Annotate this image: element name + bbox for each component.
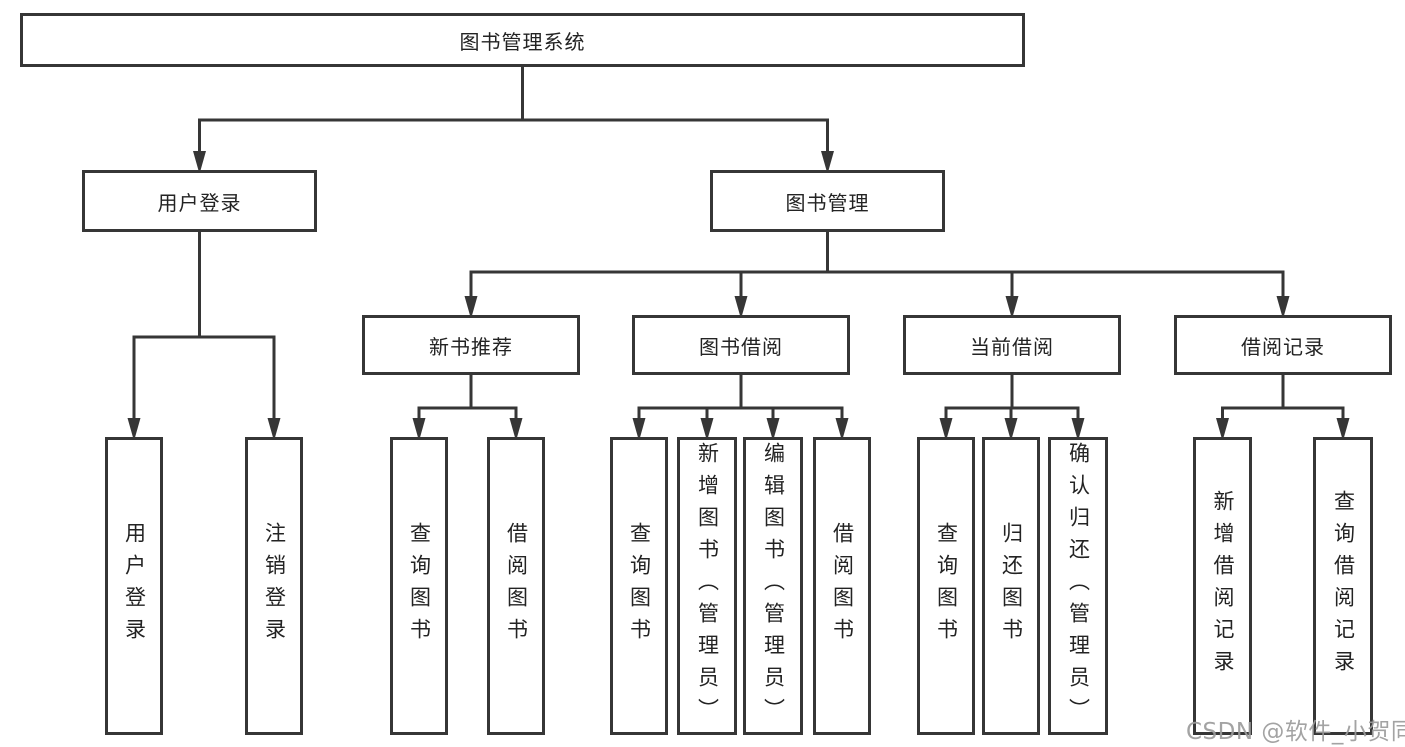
node-current-borrow: 当前借阅 xyxy=(903,315,1121,375)
node-leaf-borrow-book-1: 借阅图书 xyxy=(487,437,545,735)
arrowhead-icon xyxy=(1216,418,1229,441)
node-label: 图书借阅 xyxy=(699,334,783,359)
node-leaf-add-book: 新增图书（管理员） xyxy=(677,437,737,735)
node-label: 确认归还（管理员） xyxy=(1066,442,1091,730)
node-leaf-query-book-3: 查询图书 xyxy=(917,437,975,735)
node-book-mgmt: 图书管理 xyxy=(710,170,945,232)
node-leaf-confirm-return: 确认归还（管理员） xyxy=(1048,437,1108,735)
arrowhead-icon xyxy=(412,418,426,441)
node-label: 图书管理系统 xyxy=(459,29,586,54)
arrowhead-icon xyxy=(127,418,141,441)
node-label: 查询图书 xyxy=(407,522,432,650)
arrowhead-icon xyxy=(939,418,953,441)
node-borrow-records: 借阅记录 xyxy=(1174,315,1392,375)
node-leaf-user-login: 用户登录 xyxy=(105,437,163,735)
watermark-text: CSDN @软件_小贺同学 xyxy=(1186,719,1405,745)
node-root: 图书管理系统 xyxy=(20,13,1025,67)
node-label: 新增图书（管理员） xyxy=(695,442,720,730)
node-label: 编辑图书（管理员） xyxy=(761,442,786,730)
arrowhead-icon xyxy=(1004,418,1018,441)
node-label: 借阅图书 xyxy=(830,522,855,650)
node-label: 用户登录 xyxy=(157,190,242,215)
arrowhead-icon xyxy=(632,418,646,441)
arrowhead-icon xyxy=(1276,296,1290,319)
node-label: 借阅记录 xyxy=(1241,334,1325,359)
arrowhead-icon xyxy=(766,418,780,441)
arrowhead-icon xyxy=(464,296,478,319)
arrowhead-icon xyxy=(835,418,849,441)
node-label: 查询图书 xyxy=(627,522,652,650)
node-book-borrow: 图书借阅 xyxy=(632,315,850,375)
node-user-login: 用户登录 xyxy=(82,170,317,232)
node-leaf-query-record: 查询借阅记录 xyxy=(1313,437,1373,735)
node-leaf-add-record: 新增借阅记录 xyxy=(1193,437,1252,735)
arrowhead-icon xyxy=(509,418,523,441)
node-label: 查询图书 xyxy=(934,522,959,650)
node-label: 当前借阅 xyxy=(970,334,1054,359)
node-leaf-query-book-2: 查询图书 xyxy=(610,437,668,735)
arrowhead-icon xyxy=(267,418,281,441)
arrowhead-icon xyxy=(734,296,748,319)
node-label: 借阅图书 xyxy=(504,522,529,650)
arrowhead-icon xyxy=(1005,296,1019,319)
arrowhead-icon xyxy=(700,418,714,441)
arrowhead-icon xyxy=(1336,418,1350,441)
node-new-book-rec: 新书推荐 xyxy=(362,315,580,375)
node-label: 图书管理 xyxy=(785,190,870,215)
arrowhead-icon xyxy=(821,151,834,174)
node-label: 查询借阅记录 xyxy=(1331,490,1356,682)
node-label: 用户登录 xyxy=(122,522,147,650)
node-label: 新增借阅记录 xyxy=(1211,490,1235,682)
arrowhead-icon xyxy=(1071,418,1085,441)
node-leaf-return-book: 归还图书 xyxy=(982,437,1040,735)
node-label: 新书推荐 xyxy=(429,334,513,359)
node-label: 归还图书 xyxy=(999,522,1024,650)
node-label: 注销登录 xyxy=(262,522,287,650)
node-leaf-query-book-1: 查询图书 xyxy=(390,437,448,735)
node-leaf-borrow-book-2: 借阅图书 xyxy=(813,437,871,735)
node-leaf-edit-book: 编辑图书（管理员） xyxy=(743,437,803,735)
node-leaf-logout: 注销登录 xyxy=(245,437,303,735)
arrowhead-icon xyxy=(193,151,206,174)
